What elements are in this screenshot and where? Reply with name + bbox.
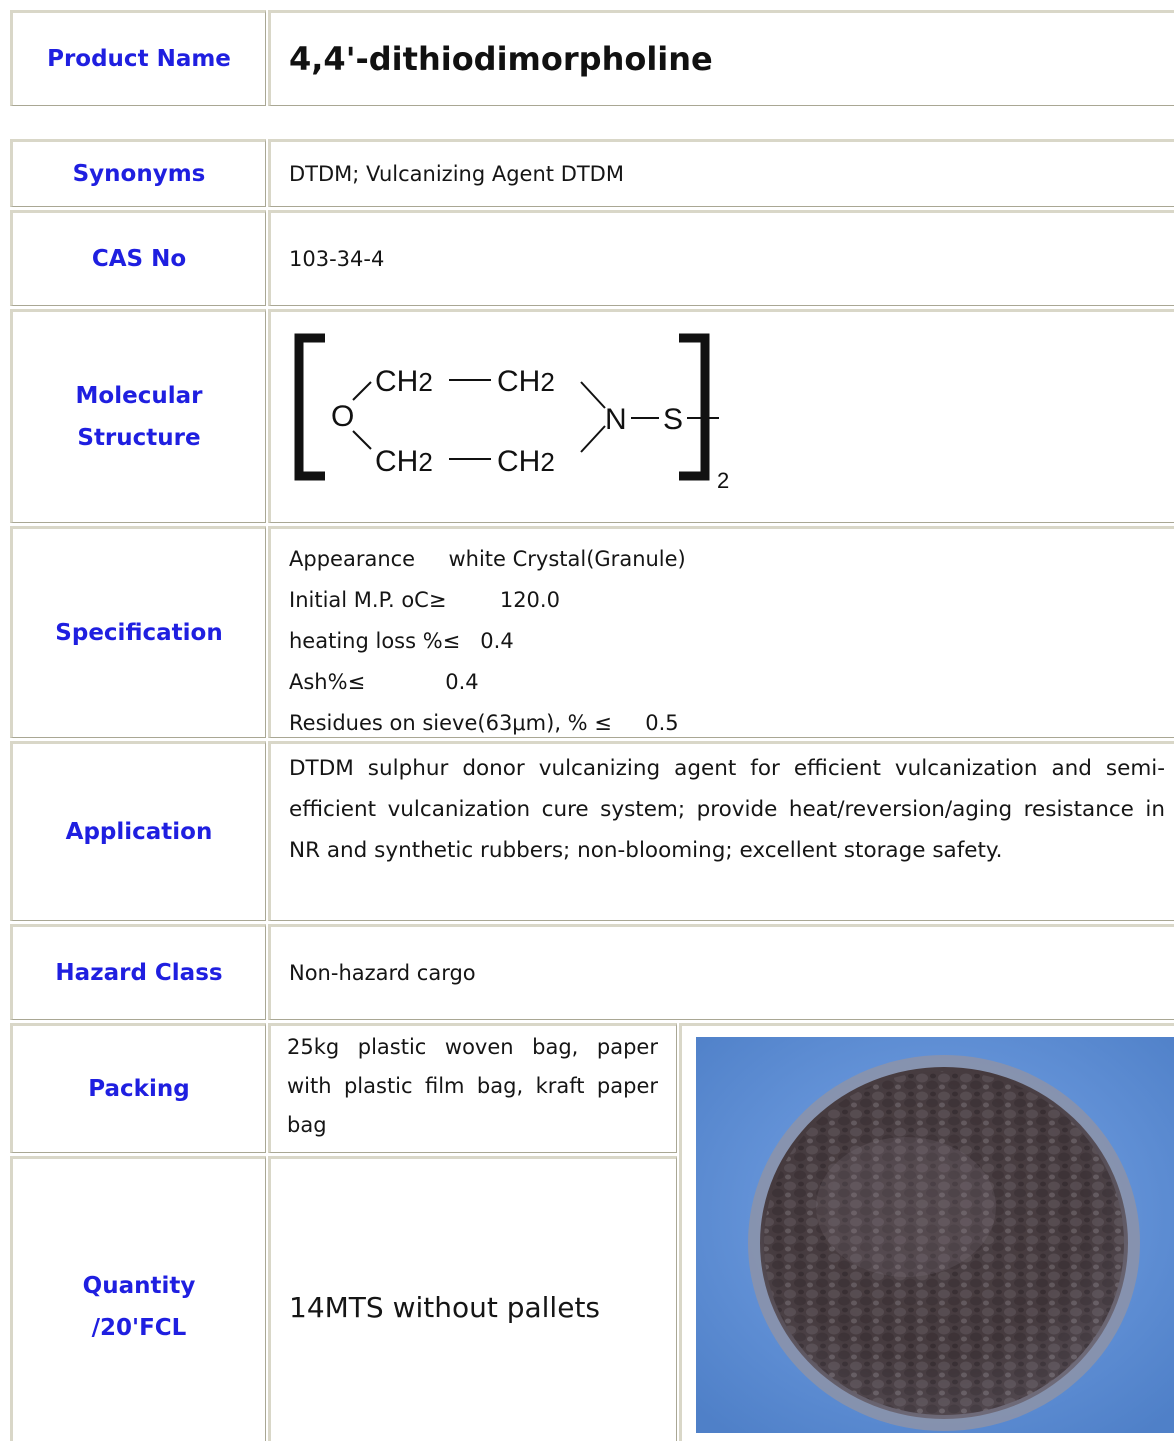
hazard-value-cell: Non-hazard cargo: [268, 924, 1174, 1020]
packing-label: Packing: [88, 1076, 190, 1102]
structure-label-line1: Molecular: [75, 383, 203, 409]
ch2-top-right: CH2: [497, 365, 555, 398]
spec-melting-point: Initial M.P. oC≥ 120.0: [289, 588, 560, 612]
cas-value-cell: 103-34-4: [268, 210, 1174, 306]
product-name-label: Product Name: [47, 46, 231, 72]
spec-residues: Residues on sieve(63μm), % ≤ 0.5: [289, 711, 679, 735]
ch2-bottom-left: CH2: [375, 445, 433, 478]
granule-highlight: [816, 1137, 996, 1277]
quantity-label-line1: Quantity: [82, 1273, 196, 1299]
hazard-value: Non-hazard cargo: [289, 961, 476, 985]
application-label-cell: Application: [10, 741, 266, 921]
synonyms-label-cell: Synonyms: [10, 139, 266, 207]
product-photo-cell: [679, 1023, 1174, 1441]
hazard-label-cell: Hazard Class: [10, 924, 266, 1020]
specification-value-cell: Appearance white Crystal(Granule) Initia…: [268, 526, 1174, 738]
ch2-top-left: CH2: [375, 365, 433, 398]
product-name-label-cell: Product Name: [10, 10, 266, 106]
spec-appearance: Appearance white Crystal(Granule): [289, 547, 686, 571]
application-value: DTDM sulphur donor vulcanizing agent for…: [289, 756, 1165, 863]
bond-o-lower: [352, 430, 372, 450]
quantity-value: 14MTS without pallets: [289, 1290, 601, 1324]
bond-n-upper: [580, 381, 606, 409]
quantity-value-cell: 14MTS without pallets: [268, 1156, 677, 1441]
product-name-value-cell: 4,4'-dithiodimorpholine: [268, 10, 1174, 106]
oxygen-atom: O: [331, 400, 354, 433]
sulfur-atom: S: [663, 403, 683, 436]
structure-label-line2: Structure: [77, 425, 201, 451]
synonyms-value-cell: DTDM; Vulcanizing Agent DTDM: [268, 139, 1174, 207]
product-photo: [696, 1037, 1174, 1433]
quantity-label-line2: /20'FCL: [91, 1315, 187, 1341]
hazard-label: Hazard Class: [55, 960, 223, 986]
specification-label-cell: Specification: [10, 526, 266, 738]
granule-texture: [764, 1071, 1124, 1415]
spec-heating-loss: heating loss %≤ 0.4: [289, 629, 514, 653]
cas-label-cell: CAS No: [10, 210, 266, 306]
right-bracket: [679, 333, 710, 481]
quantity-label-cell: Quantity/20'FCL: [10, 1156, 266, 1441]
product-name-value: 4,4'-dithiodimorpholine: [289, 40, 713, 78]
molecular-structure-diagram: O CH2 CH2 CH2 CH2 N S 2: [294, 333, 729, 493]
bond-n-lower: [580, 425, 606, 453]
cas-value: 103-34-4: [289, 247, 385, 271]
synonyms-value: DTDM; Vulcanizing Agent DTDM: [289, 162, 624, 186]
packing-value: 25kg plastic woven bag, paper with plast…: [287, 1035, 658, 1137]
packing-label-cell: Packing: [10, 1023, 266, 1153]
quantity-label: Quantity/20'FCL: [83, 1265, 196, 1349]
packing-value-cell: 25kg plastic woven bag, paper with plast…: [268, 1023, 677, 1153]
synonyms-label: Synonyms: [72, 161, 206, 187]
nitrogen-atom: N: [605, 403, 627, 436]
spec-ash: Ash%≤ 0.4: [289, 670, 479, 694]
application-value-cell: DTDM sulphur donor vulcanizing agent for…: [268, 741, 1174, 921]
ch2-bottom-right: CH2: [497, 445, 555, 478]
bond-o-upper: [352, 381, 372, 401]
structure-value-cell: O CH2 CH2 CH2 CH2 N S 2: [268, 309, 1174, 523]
application-label: Application: [65, 819, 213, 845]
left-bracket: [294, 333, 325, 481]
cas-label: CAS No: [91, 246, 187, 272]
specification-label: Specification: [55, 620, 223, 646]
subscript-2: 2: [717, 468, 729, 493]
